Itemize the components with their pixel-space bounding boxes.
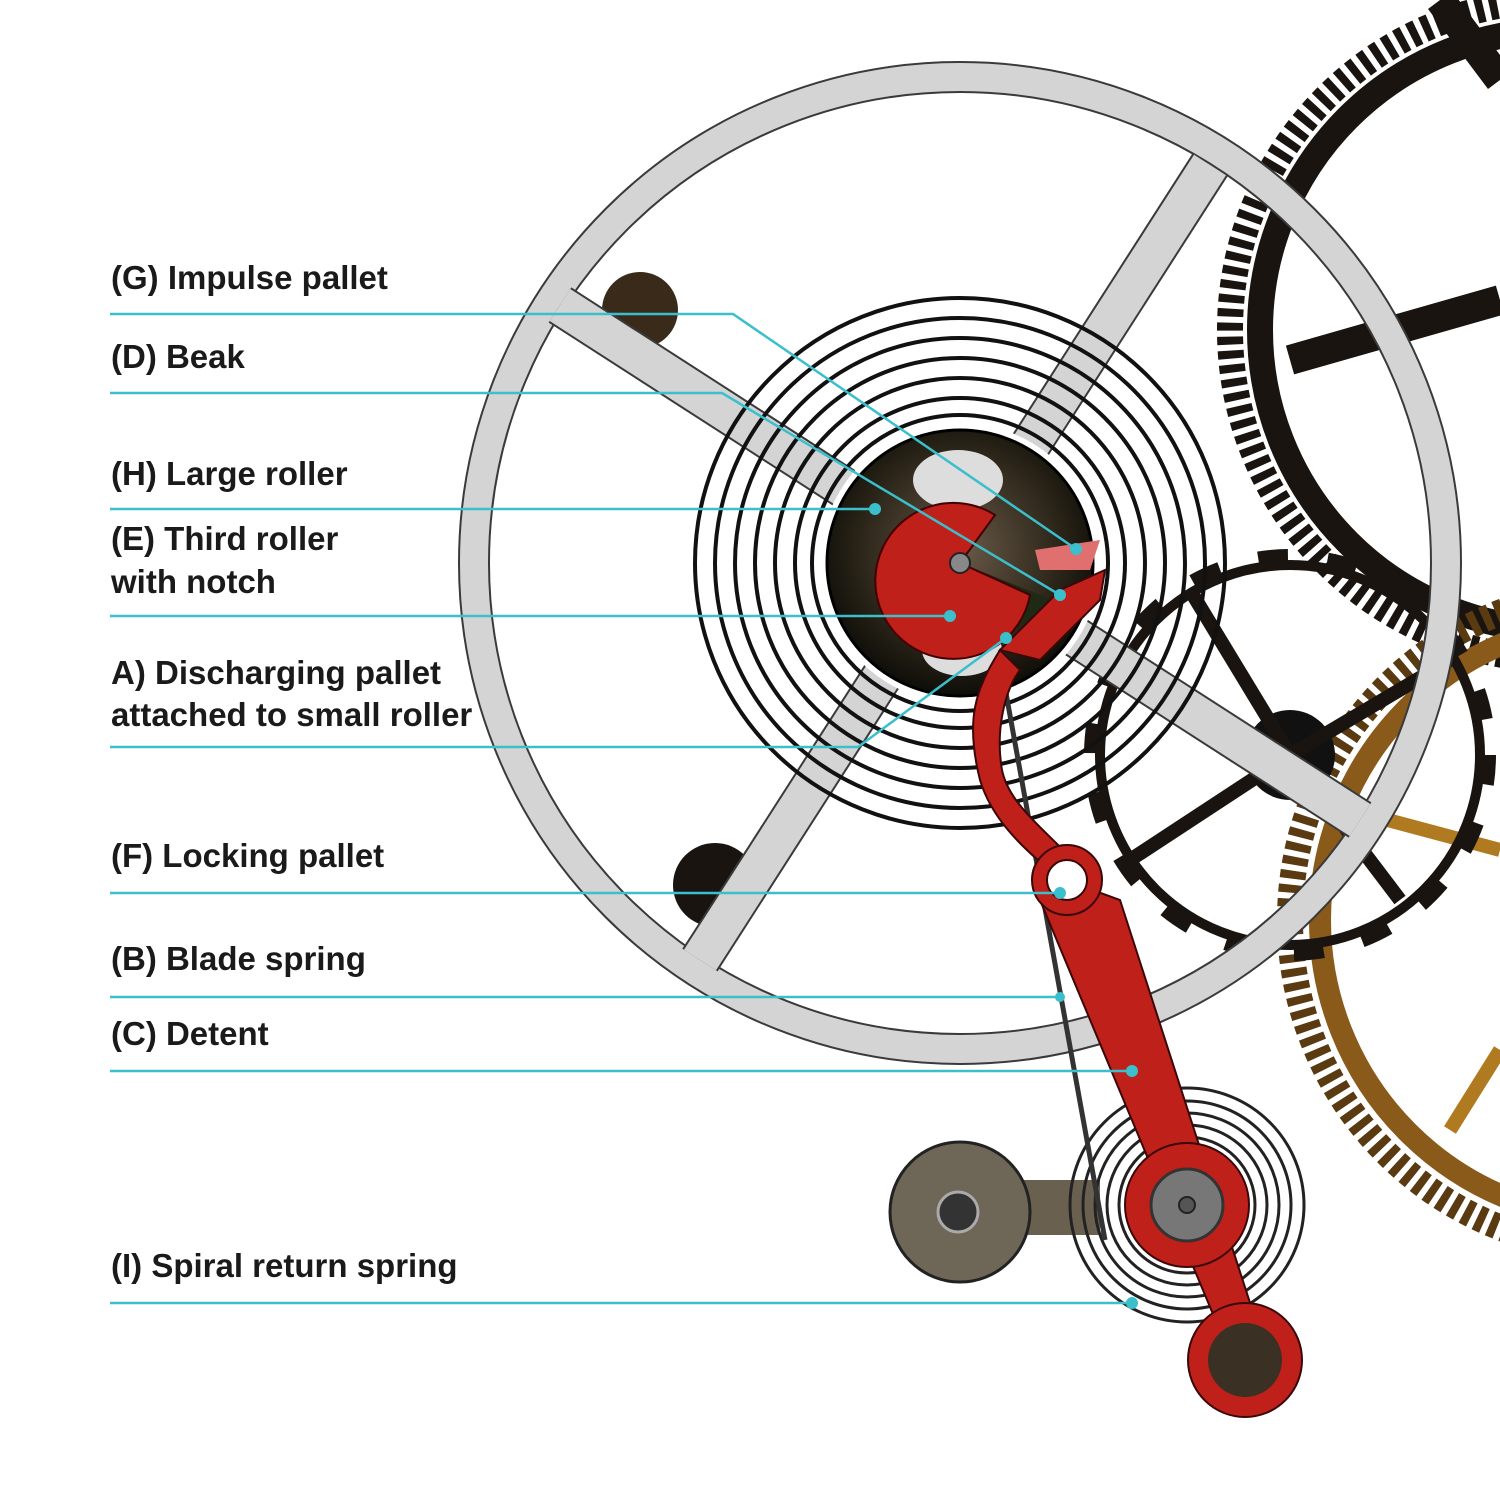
label-impulse-pallet: (G) Impulse pallet: [111, 259, 388, 296]
label-discharging-pallet-line2: attached to small roller: [111, 696, 473, 733]
leader-beak: [110, 391, 1061, 597]
label-blade-spring: (B) Blade spring: [111, 940, 366, 977]
label-spiral-return-spring: (I) Spiral return spring: [111, 1247, 458, 1284]
label-discharging-pallet-line1: A) Discharging pallet: [111, 654, 442, 691]
label-beak: (D) Beak: [111, 338, 245, 375]
third-roller: [874, 501, 1100, 660]
blade-spring: [997, 659, 1108, 1241]
label-locking-pallet: (F) Locking pallet: [111, 837, 385, 874]
leader-discharging-pallet: [110, 636, 1007, 749]
label-third-roller-line1: (E) Third roller: [111, 520, 339, 557]
label-third-roller-line2: with notch: [111, 563, 276, 600]
leader-dots: [869, 503, 1138, 1309]
label-large-roller: (H) Large roller: [111, 455, 348, 492]
label-detent: (C) Detent: [111, 1015, 269, 1052]
counterweight: [888, 1140, 1100, 1284]
leader-lines: [110, 312, 1132, 1305]
hairspring: [693, 296, 1227, 830]
leader-impulse-pallet: [110, 312, 1077, 551]
